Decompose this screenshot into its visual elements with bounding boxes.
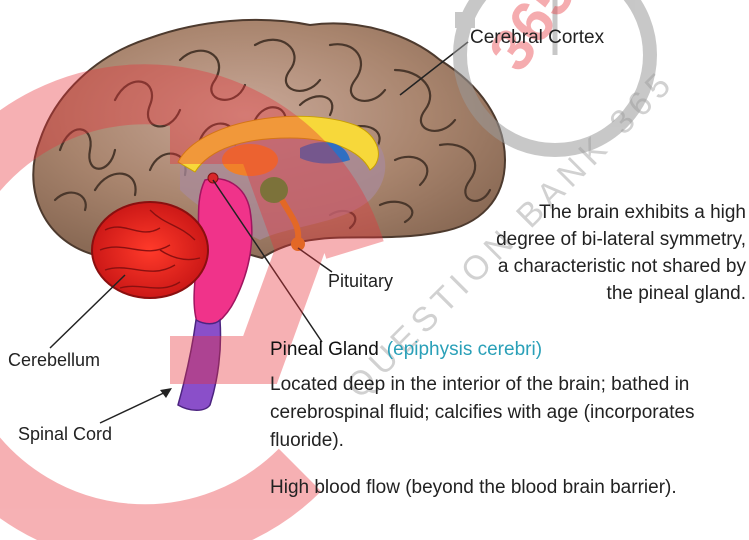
symmetry-note: The brain exhibits a high degree of bi-l…	[406, 199, 746, 307]
pineal-gland	[208, 173, 218, 183]
label-spinal-cord: Spinal Cord	[18, 424, 112, 445]
note-line: the pineal gland.	[406, 280, 746, 307]
note-line: a characteristic not shared by	[406, 253, 746, 280]
label-cerebellum: Cerebellum	[8, 350, 100, 371]
cerebellum	[92, 202, 208, 298]
arrow-head-spinal	[160, 388, 172, 398]
note-line: The brain exhibits a high	[406, 199, 746, 226]
pineal-title-text: Pineal Gland	[270, 339, 379, 360]
spinal-cord	[178, 320, 221, 410]
pineal-blood-flow: High blood flow (beyond the blood brain …	[270, 474, 740, 502]
pineal-gland-title: Pineal Gland (epiphysis cerebri)	[270, 339, 542, 361]
pineal-latin-name: (epiphysis cerebri)	[387, 339, 542, 360]
leader-spinal	[100, 390, 170, 423]
note-line: degree of bi-lateral symmetry,	[406, 226, 746, 253]
label-pituitary: Pituitary	[328, 271, 393, 292]
leader-pituitary	[298, 248, 332, 272]
pineal-description: Located deep in the interior of the brai…	[270, 371, 740, 455]
leader-cerebellum	[50, 275, 125, 348]
label-cerebral-cortex: Cerebral Cortex	[470, 27, 604, 49]
thalamus	[222, 144, 278, 176]
